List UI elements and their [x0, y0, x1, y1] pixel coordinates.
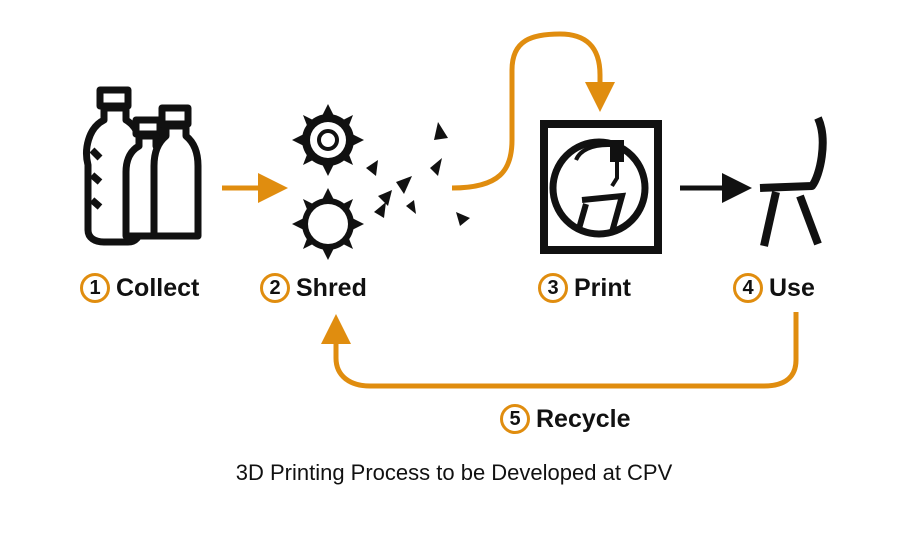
- step-number-badge: 1: [80, 273, 110, 303]
- step-recycle: 5 Recycle: [500, 404, 631, 434]
- bottles-icon: [83, 86, 202, 246]
- step-number-badge: 2: [260, 273, 290, 303]
- 3d-printer-icon: [540, 120, 662, 254]
- step-number-badge: 5: [500, 404, 530, 434]
- step-label: Shred: [296, 273, 367, 302]
- diagram-caption: 3D Printing Process to be Developed at C…: [235, 460, 673, 485]
- step-number-badge: 3: [538, 273, 568, 303]
- step-number-badge: 4: [733, 273, 763, 303]
- step-label: Print: [574, 273, 631, 302]
- shredder-icon: [292, 104, 364, 260]
- step-label: Collect: [116, 273, 200, 302]
- arrow-shred-to-print: [451, 31, 615, 191]
- step-print: 3 Print: [538, 273, 631, 303]
- step-label: Recycle: [536, 404, 631, 433]
- step-use: 4 Use: [733, 273, 815, 303]
- shred-fragments: [366, 122, 470, 226]
- step-collect: 1 Collect: [80, 273, 199, 303]
- step-shred: 2 Shred: [260, 273, 367, 303]
- chair-icon: [759, 116, 827, 247]
- arrow-recycle: [321, 312, 799, 389]
- step-label: Use: [769, 273, 815, 302]
